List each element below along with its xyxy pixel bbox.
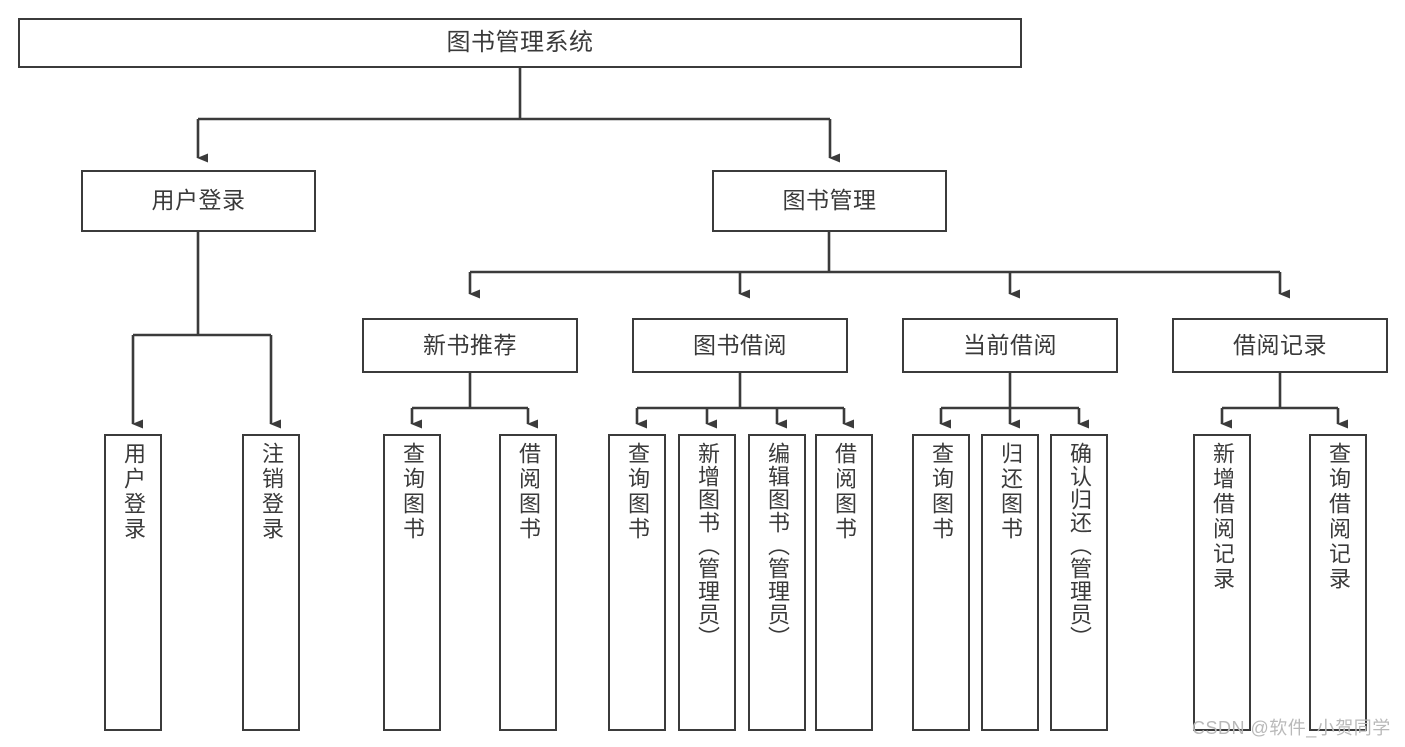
leaf-book-borrow-borrow-book[interactable]: 借阅图书 — [815, 434, 873, 731]
node-label: 新书推荐 — [423, 331, 517, 358]
node-label: 图书管理系统 — [446, 28, 594, 56]
leaf-book-borrow-add-book-admin[interactable]: 新增图书（管理员） — [678, 434, 736, 731]
node-label: 注销登录 — [259, 442, 284, 542]
leaf-new-book-query-book[interactable]: 查询图书 — [383, 434, 441, 731]
node-label: 借阅图书 — [832, 442, 857, 542]
node-new-book-recommendation[interactable]: 新书推荐 — [362, 318, 578, 373]
node-label: 新增借阅记录 — [1210, 442, 1235, 592]
node-label: 编辑图书（管理员） — [765, 442, 790, 649]
leaf-borrow-record-add-record[interactable]: 新增借阅记录 — [1193, 434, 1251, 731]
node-borrow-record[interactable]: 借阅记录 — [1172, 318, 1388, 373]
node-label: 查询图书 — [625, 442, 650, 542]
node-label: 借阅记录 — [1233, 331, 1327, 358]
leaf-new-book-borrow-book[interactable]: 借阅图书 — [499, 434, 557, 731]
node-label: 图书借阅 — [693, 331, 787, 358]
node-label: 查询借阅记录 — [1326, 442, 1351, 592]
leaf-user-login-logout[interactable]: 注销登录 — [242, 434, 300, 731]
leaf-current-borrow-query-book[interactable]: 查询图书 — [912, 434, 970, 731]
node-current-borrow[interactable]: 当前借阅 — [902, 318, 1118, 373]
node-label: 归还图书 — [998, 442, 1023, 542]
node-root-book-management-system[interactable]: 图书管理系统 — [18, 18, 1022, 68]
node-user-login[interactable]: 用户登录 — [81, 170, 316, 232]
node-book-borrow[interactable]: 图书借阅 — [632, 318, 848, 373]
leaf-user-login-login[interactable]: 用户登录 — [104, 434, 162, 731]
node-label: 查询图书 — [929, 442, 954, 542]
node-label: 用户登录 — [151, 187, 246, 214]
node-label: 确认归还（管理员） — [1067, 442, 1092, 649]
leaf-borrow-record-query-record[interactable]: 查询借阅记录 — [1309, 434, 1367, 731]
node-book-management[interactable]: 图书管理 — [712, 170, 947, 232]
node-label: 当前借阅 — [963, 331, 1057, 358]
node-label: 用户登录 — [121, 442, 146, 542]
node-label: 查询图书 — [400, 442, 425, 542]
leaf-current-borrow-confirm-return-admin[interactable]: 确认归还（管理员） — [1050, 434, 1108, 731]
csdn-watermark: CSDN @软件_小贺同学 — [1192, 718, 1391, 738]
node-label: 新增图书（管理员） — [695, 442, 720, 649]
leaf-book-borrow-query-book[interactable]: 查询图书 — [608, 434, 666, 731]
leaf-current-borrow-return-book[interactable]: 归还图书 — [981, 434, 1039, 731]
node-label: 图书管理 — [782, 187, 877, 214]
leaf-book-borrow-edit-book-admin[interactable]: 编辑图书（管理员） — [748, 434, 806, 731]
node-label: 借阅图书 — [516, 442, 541, 542]
